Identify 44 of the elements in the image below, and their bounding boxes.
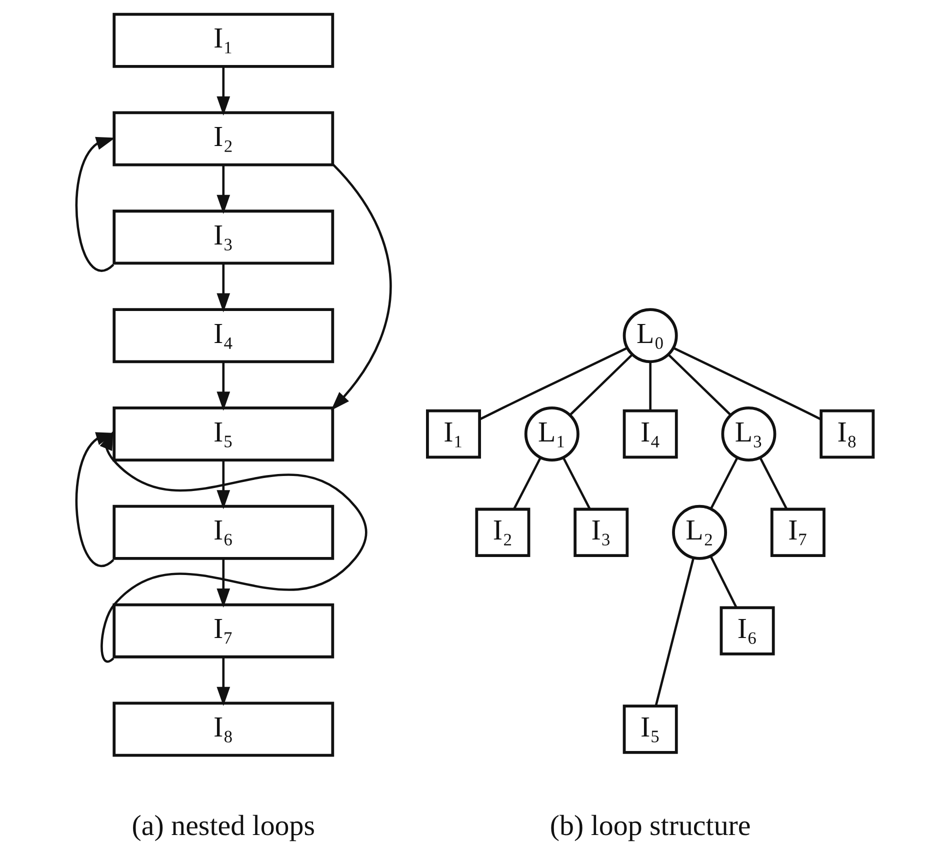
- node-box: I₇: [770, 508, 825, 558]
- connector: [512, 457, 542, 510]
- node-box: I₂: [474, 508, 530, 558]
- node-box: I₁: [112, 12, 334, 68]
- node-box: I₁: [426, 409, 480, 459]
- connector: [648, 362, 651, 411]
- arrow: [216, 460, 230, 510]
- connector: [479, 346, 628, 420]
- arrow: [216, 657, 230, 706]
- connector: [562, 457, 590, 510]
- node-circle: L₀: [622, 308, 678, 364]
- arrow: [216, 264, 230, 312]
- connector: [758, 457, 788, 510]
- node-circle: L₃: [720, 406, 776, 462]
- arrow: [216, 362, 230, 411]
- node-box: I₂: [112, 111, 334, 166]
- node-box: I₈: [819, 409, 874, 459]
- node-box: I₄: [112, 308, 334, 364]
- arrow: [216, 66, 230, 116]
- arrow: [330, 164, 392, 410]
- connector: [709, 556, 737, 608]
- arrow: [74, 432, 115, 567]
- arrow: [216, 165, 230, 214]
- arrow: [216, 558, 230, 608]
- node-box: I₅: [112, 406, 334, 462]
- label: (a) nested loops: [131, 810, 315, 842]
- arrow: [99, 430, 367, 662]
- node-box: I₄: [622, 409, 678, 459]
- arrow: [74, 136, 115, 272]
- connector: [569, 354, 633, 416]
- node-box: I₆: [719, 606, 774, 656]
- node-box: I₇: [112, 603, 334, 658]
- connector: [667, 354, 730, 416]
- connector: [654, 558, 694, 706]
- node-box: I₈: [112, 702, 334, 757]
- node-box: I₆: [112, 504, 334, 560]
- node-circle: L₁: [524, 406, 579, 462]
- node-box: I₃: [573, 508, 628, 558]
- node-circle: L₂: [672, 504, 727, 560]
- connector: [709, 457, 738, 510]
- node-box: I₅: [622, 704, 678, 754]
- label: (b) loop structure: [549, 810, 750, 842]
- node-box: I₃: [112, 210, 334, 265]
- connector: [672, 346, 821, 420]
